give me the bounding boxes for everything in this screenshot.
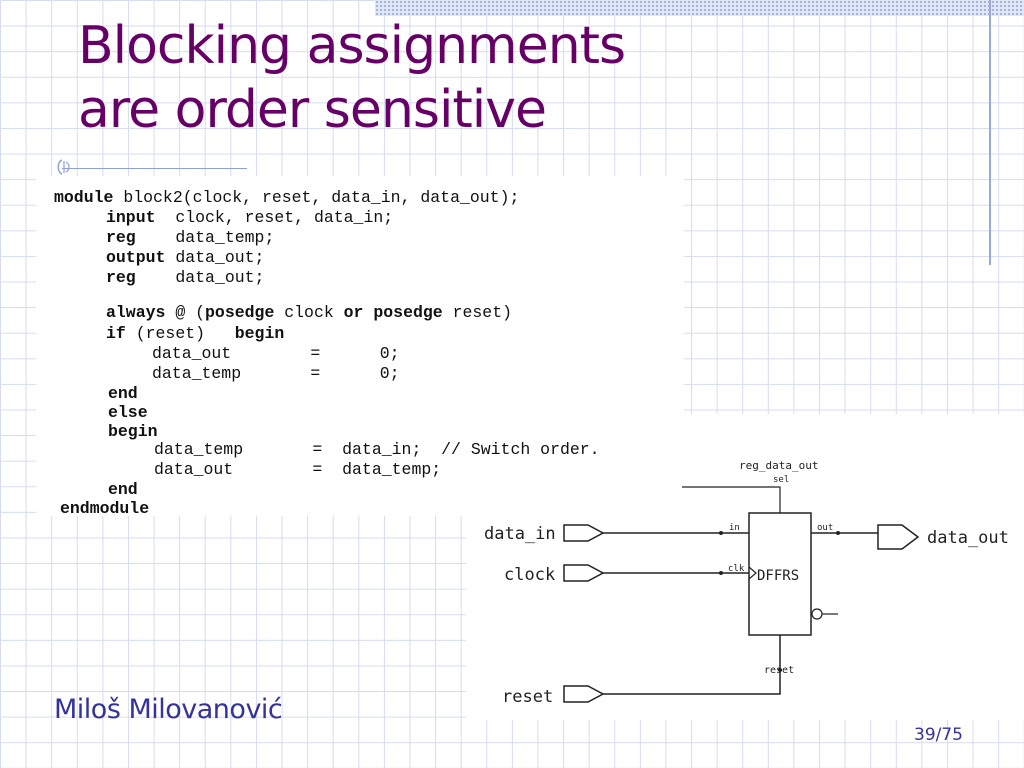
- slide-number: 39/75: [914, 725, 963, 745]
- port-label-clock: clock: [504, 565, 555, 585]
- register-name-label: reg_data_out: [739, 459, 818, 472]
- port-reset-shape: [563, 685, 605, 703]
- pin-dot-out: [836, 531, 840, 535]
- code-text: block2(clock, reset, data_in, data_out);: [113, 188, 520, 207]
- code-line-reg-temp: reg data_temp;: [106, 228, 274, 247]
- bullet-underline: [62, 168, 247, 169]
- code-line-output: output data_out;: [106, 248, 264, 267]
- schematic-image-panel: [466, 414, 1024, 720]
- code-text: @ (: [165, 303, 206, 322]
- wire-reset: [603, 635, 781, 695]
- inverted-output-bubble: [811, 608, 823, 620]
- port-data-out-shape: [877, 524, 920, 550]
- wire-sel: [682, 486, 781, 513]
- code-text: clock: [274, 303, 344, 322]
- pin-label-clk: clk: [728, 564, 745, 574]
- pin-dot-in: [719, 531, 723, 535]
- code-line-always: always @ (posedge clock or posedge reset…: [106, 303, 512, 322]
- clock-edge-marker: [748, 566, 757, 580]
- code-keyword: reg: [106, 268, 136, 287]
- code-line-data-temp-in: data_temp = data_in; // Switch order.: [154, 440, 600, 459]
- dffrs-schematic: data_in clock reset data_out reg_data_ou…: [484, 459, 1009, 707]
- title-line-2: are order sensitive: [78, 80, 547, 140]
- code-keyword: always: [106, 303, 166, 322]
- code-text: data_temp;: [135, 228, 275, 247]
- port-label-reset: reset: [502, 687, 553, 707]
- code-keyword: if: [106, 324, 126, 343]
- code-keyword: begin: [234, 324, 285, 343]
- pin-label-reset: reset: [764, 665, 794, 676]
- code-line-end-2: end: [108, 480, 138, 499]
- code-line-data-temp-zero: data_temp = 0;: [152, 364, 400, 383]
- code-keyword: posedge: [205, 303, 275, 322]
- code-text: reset): [442, 303, 512, 322]
- pin-dot-reset: [778, 668, 782, 672]
- code-line-data-out-zero: data_out = 0;: [152, 344, 400, 363]
- code-text: data_out;: [165, 248, 265, 267]
- title-line-1: Blocking assignments: [78, 16, 626, 76]
- code-line-else: else: [108, 403, 148, 422]
- cell-name-label: DFFRS: [757, 568, 799, 584]
- code-keyword: or: [343, 303, 364, 322]
- pin-dot-clk: [719, 571, 723, 575]
- top-decorative-band: [375, 0, 1024, 16]
- code-line-input: input clock, reset, data_in;: [106, 208, 393, 227]
- code-keyword: output: [106, 248, 166, 267]
- slide-title: Blocking assignments are order sensitive: [78, 14, 626, 142]
- code-line-reg-out: reg data_out;: [106, 268, 264, 287]
- port-label-data-out: data_out: [927, 528, 1009, 548]
- right-decorative-line: [989, 0, 991, 265]
- code-keyword: reg: [106, 228, 136, 247]
- code-line-module: module block2(clock, reset, data_in, dat…: [54, 188, 519, 207]
- port-data-in-shape: [563, 524, 605, 542]
- code-line-end: end: [108, 384, 138, 403]
- code-text: data_out;: [135, 268, 265, 287]
- pin-label-sel: sel: [773, 475, 789, 485]
- code-line-if: if (reset) begin: [106, 324, 284, 343]
- code-line-begin: begin: [108, 422, 158, 441]
- bullet-icon: [57, 159, 70, 175]
- code-text: (reset): [125, 324, 235, 343]
- code-text: clock, reset, data_in;: [155, 208, 394, 227]
- port-clock-shape: [563, 564, 605, 582]
- code-line-data-out-temp: data_out = data_temp;: [154, 460, 442, 479]
- code-keyword: posedge: [363, 303, 443, 322]
- code-line-endmodule: endmodule: [60, 499, 150, 518]
- pin-label-in: in: [729, 523, 740, 533]
- page-total: /75: [935, 725, 963, 745]
- pin-label-out: out: [817, 523, 833, 533]
- code-keyword: input: [106, 208, 156, 227]
- page-current: 39: [914, 725, 936, 745]
- code-keyword: module: [54, 188, 114, 207]
- port-label-data-in: data_in: [484, 524, 556, 544]
- footer-author: Miloš Milovanović: [54, 694, 283, 725]
